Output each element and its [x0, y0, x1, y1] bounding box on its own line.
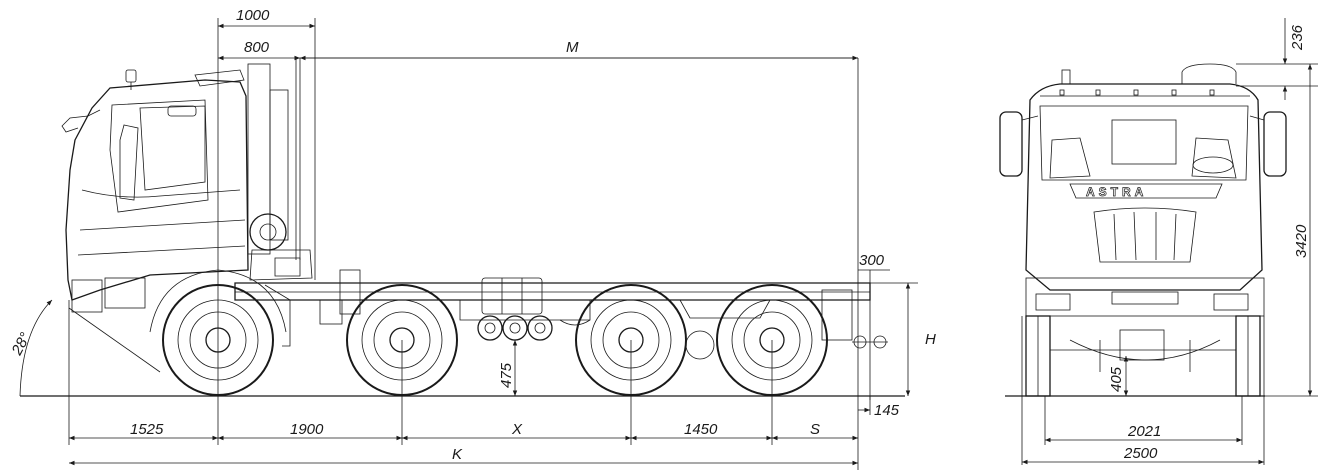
- front-cab: ASTRA: [999, 63, 1287, 317]
- dim-wheelbase-3: 1450: [684, 421, 718, 438]
- dim-clearance-475: 475: [498, 362, 515, 388]
- dim-front-overhang: 1525: [130, 421, 164, 438]
- dim-ground-clearance: 405: [1108, 366, 1125, 392]
- front-wheels: [1025, 315, 1261, 397]
- engine-equipment: [247, 58, 313, 347]
- chassis-components: [319, 269, 888, 360]
- dim-total-height: 3420: [1293, 224, 1310, 258]
- axle-extension-lines: [68, 18, 871, 470]
- dim-cab-1000: 1000: [236, 7, 270, 24]
- dim-body-length: M: [566, 39, 579, 56]
- dim-beacon-height: 236: [1289, 24, 1306, 51]
- cab: [61, 69, 249, 313]
- dim-total-width: 2500: [1123, 445, 1158, 462]
- dim-wheelbase-x: X: [511, 421, 523, 438]
- dim-wheelbase-1: 1900: [290, 421, 324, 438]
- approach-angle: [19, 299, 161, 397]
- dim-approach-angle: 28°: [8, 330, 34, 359]
- dim-rear-overhang: S: [810, 421, 820, 438]
- chassis-frame: [234, 282, 871, 326]
- dim-rear-offset: 145: [874, 402, 900, 419]
- dim-frame-height: H: [925, 331, 936, 348]
- side-view: 1000 800 M 300 H 475 145 28° 1525 1900: [8, 7, 936, 470]
- dim-total-length: K: [452, 446, 463, 463]
- dim-cab-800: 800: [244, 39, 270, 56]
- dim-track-width: 2021: [1127, 423, 1161, 440]
- front-brand-text: ASTRA: [1086, 185, 1147, 199]
- body-outline: [299, 57, 859, 290]
- front-view: ASTRA: [999, 18, 1318, 465]
- dim-rear-overhang-300: 300: [859, 252, 885, 269]
